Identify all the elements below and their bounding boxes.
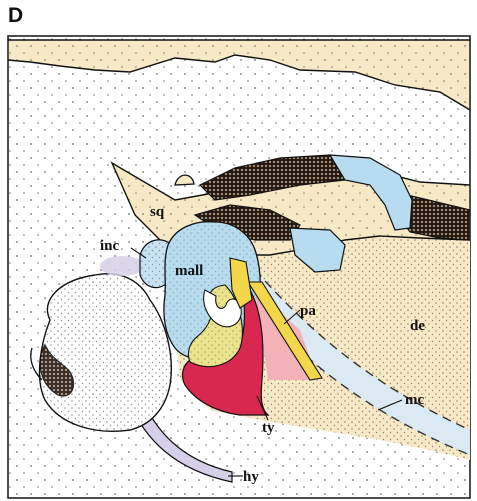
label-ty: ty	[262, 420, 275, 436]
label-sq: sq	[150, 204, 165, 220]
label-mc: mc	[405, 392, 424, 408]
label-mall: mall	[175, 263, 203, 279]
label-hy: hy	[243, 469, 259, 485]
label-de: de	[410, 318, 425, 334]
label-pa: pa	[300, 303, 316, 319]
label-inc: inc	[100, 238, 120, 254]
